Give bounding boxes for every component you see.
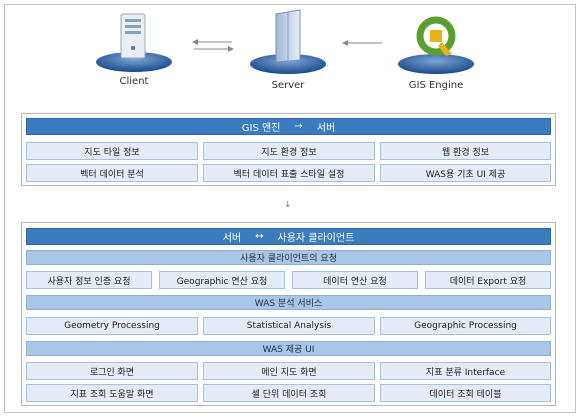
cell-map-env-info: 지도 환경 정보: [203, 142, 375, 160]
cell-indicator-help-screen: 지표 조회 도움말 화면: [26, 384, 198, 402]
server-label: Server: [271, 80, 305, 91]
diagram-frame: [4, 4, 576, 413]
gis-engine-node: GIS Engine: [394, 10, 478, 92]
title-left: 서버: [222, 233, 242, 244]
cell-data-export-request: 데이터 Export 요청: [425, 271, 551, 289]
connector-arrow: ↓: [284, 200, 292, 210]
cell-geometry-processing: Geometry Processing: [26, 317, 198, 335]
cell-statistical-analysis: Statistical Analysis: [203, 317, 375, 335]
client-server-arrows: [192, 39, 234, 52]
cell-data-query-table: 데이터 조회 테이블: [380, 384, 551, 402]
title-right: 사용자 클라이언트: [277, 233, 355, 244]
title-arrow: ↔: [255, 231, 264, 242]
server-building-icon: [250, 9, 326, 74]
cell-map-tile-info: 지도 타일 정보: [26, 142, 198, 160]
cell-cell-data-query: 셀 단위 데이터 조회: [203, 384, 375, 402]
cell-web-env-info: 웹 환경 정보: [380, 142, 551, 160]
was-ui-bar: WAS 제공 UI: [26, 341, 551, 356]
server-to-client-title-bar: 서버 ↔ 사용자 클라이언트: [26, 228, 551, 245]
gis-engine-label: GIS Engine: [408, 80, 464, 91]
cell-vector-analysis: 벡터 데이터 분석: [26, 164, 198, 182]
cell-user-auth-request: 사용자 정보 인증 요청: [26, 271, 152, 289]
cell-geographic-processing: Geographic Processing: [380, 317, 551, 335]
cell-indicator-interface: 지표 분류 Interface: [380, 362, 551, 380]
engine-server-arrow: [342, 40, 382, 46]
was-analysis-service-bar: WAS 분석 서비스: [26, 295, 551, 310]
client-label: Client: [119, 76, 149, 87]
cell-was-basic-ui: WAS용 기초 UI 제공: [380, 164, 551, 182]
title-arrow: →: [294, 121, 303, 132]
cell-data-calc-request: 데이터 연산 요청: [292, 271, 418, 289]
engine-to-server-title-bar: GIS 엔진 → 서버: [26, 118, 551, 135]
client-request-bar: 사용자 클라이언트의 요청: [26, 250, 551, 265]
client-computer-icon: [96, 13, 172, 72]
client-node: Client: [92, 10, 176, 90]
title-left: GIS 엔진: [241, 123, 281, 134]
cell-login-screen: 로그인 화면: [26, 362, 198, 380]
cell-main-map-screen: 메인 지도 화면: [203, 362, 375, 380]
title-right: 서버: [316, 123, 336, 134]
server-node: Server: [246, 8, 330, 92]
cell-geographic-calc-request: Geographic 연산 요청: [159, 271, 285, 289]
cell-vector-style: 벡터 데이터 표출 스타일 설정: [203, 164, 375, 182]
qgis-logo-icon: [398, 16, 474, 74]
